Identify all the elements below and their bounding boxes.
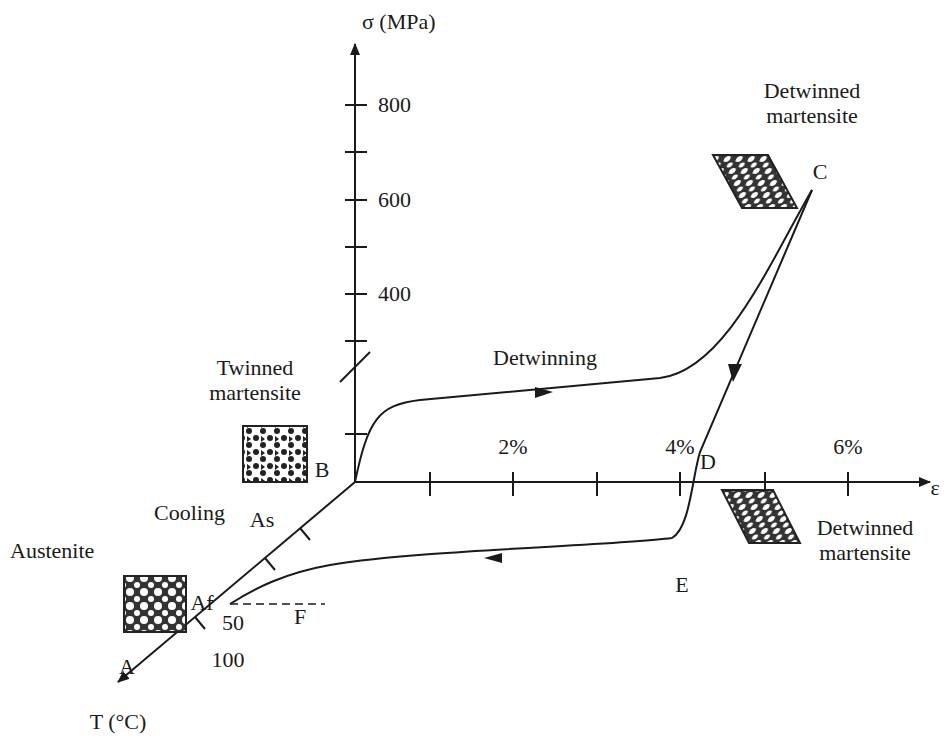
point-label: E (675, 572, 688, 597)
point-label: A (119, 654, 135, 679)
tick-label: 4% (665, 434, 694, 459)
point-label: Af (190, 590, 213, 615)
tick-label: 2% (498, 434, 527, 459)
axis-title: ε (930, 475, 939, 500)
tick-label: 400 (378, 281, 411, 306)
tick-label: 100 (212, 647, 245, 672)
tick-label: 800 (378, 92, 411, 117)
axis-title: σ (MPa) (362, 9, 436, 34)
point-label: 50 (222, 610, 244, 635)
tick-label: 600 (378, 187, 411, 212)
phase-label: Detwinned martensite (790, 515, 940, 566)
process-label: Cooling (154, 500, 225, 525)
tick-label: 6% (833, 434, 862, 459)
point-label: B (315, 457, 330, 482)
phase-label: Detwinned martensite (737, 78, 887, 129)
axis-title: T (°C) (90, 709, 147, 734)
tick-label: F (294, 604, 306, 629)
phase-label: Twinned martensite (185, 355, 325, 406)
phase-label: Austenite (10, 538, 94, 563)
point-label: As (250, 507, 274, 532)
point-label: C (813, 159, 828, 184)
process-label: Detwinning (493, 345, 597, 370)
point-label: D (700, 449, 716, 474)
